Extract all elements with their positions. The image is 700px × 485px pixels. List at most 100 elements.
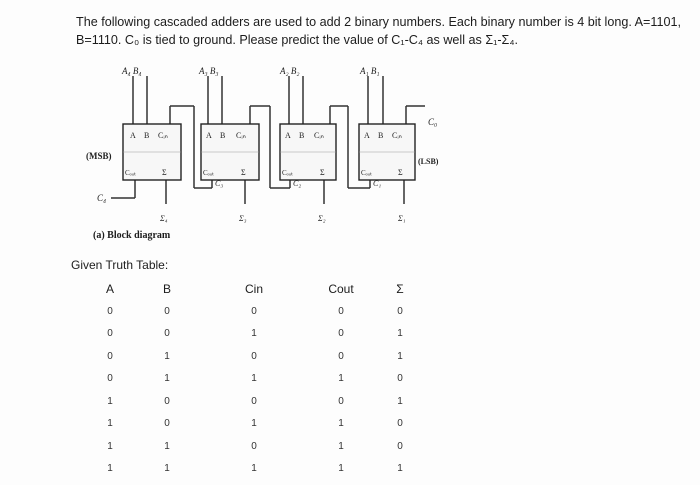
cell-b: 1 [164, 440, 170, 452]
cell-cin: 1 [251, 418, 257, 430]
question-line-1: The following cascaded adders are used t… [76, 15, 681, 29]
adder-4-output-sum: Σ [162, 168, 167, 177]
cell-a: 1 [107, 395, 113, 407]
sum-4-label: Σ₄ [159, 214, 168, 223]
full-adder-1: A B Cᵢₙ Cₒᵤₜ Σ [358, 123, 416, 181]
table-row: 1 1 1 1 1 [84, 458, 428, 481]
cell-cin: 1 [251, 463, 257, 475]
cell-cin: 1 [251, 328, 257, 340]
cell-cout: 1 [338, 463, 344, 475]
cell-a: 0 [107, 305, 113, 317]
diagram-caption: (a) Block diagram [93, 230, 171, 241]
adder-4-input-a: A [130, 131, 136, 140]
header-sum: Σ [396, 282, 404, 296]
table-row: 0 1 1 1 0 [84, 368, 428, 391]
cell-b: 0 [164, 328, 170, 340]
cell-a: 0 [107, 328, 113, 340]
table-row: 0 0 1 0 1 [84, 323, 428, 346]
adder-3-output-cout: Cₒᵤₜ [203, 169, 214, 177]
adder-1-input-cin: Cᵢₙ [392, 131, 402, 140]
adder-1-input-b: B [378, 131, 383, 140]
adder-2-inputs-label: A₂ B₂ [279, 66, 300, 76]
cell-cout: 1 [338, 418, 344, 430]
cell-b: 1 [164, 373, 170, 385]
question-line-2: B=1110. C₀ is tied to ground. Please pre… [76, 33, 518, 47]
sum-2-label: Σ₂ [317, 214, 326, 223]
header-cout: Cout [328, 282, 354, 296]
cell-cin: 0 [251, 350, 257, 362]
cell-cin: 0 [251, 440, 257, 452]
truth-table-title: Given Truth Table: [71, 258, 169, 272]
cell-a: 1 [107, 440, 113, 452]
table-row: 0 0 0 0 0 [84, 300, 428, 323]
sum-3-label: Σ₃ [238, 214, 247, 223]
full-adder-2: A B Cᵢₙ Cₒᵤₜ Σ [279, 123, 337, 181]
cell-b: 1 [164, 463, 170, 475]
lsb-label: (LSB) [418, 157, 439, 166]
adder-2-input-b: B [299, 131, 304, 140]
cell-cin: 0 [251, 305, 257, 317]
cell-cout: 1 [338, 373, 344, 385]
cell-sum: 0 [397, 418, 403, 430]
adder-2-output-cout: Cₒᵤₜ [282, 169, 293, 177]
table-row: 1 0 1 1 0 [84, 413, 428, 436]
adder-block-diagram: A B Cᵢₙ Cₒᵤₜ Σ A B Cᵢₙ Cₒᵤₜ Σ A B Cᵢₙ Cₒ… [86, 66, 439, 223]
header-b: B [162, 282, 171, 296]
adder-4-output-cout: Cₒᵤₜ [125, 169, 136, 177]
c2-label: C₂ [293, 179, 301, 188]
adder-3-inputs-label: A₃ B₃ [198, 66, 219, 76]
c1-label: C₁ [373, 179, 381, 188]
cell-b: 1 [164, 350, 170, 362]
cell-b: 0 [164, 418, 170, 430]
cell-b: 0 [164, 395, 170, 407]
full-adder-3: A B Cᵢₙ Cₒᵤₜ Σ [200, 123, 260, 181]
adder-1-output-cout: Cₒᵤₜ [361, 169, 372, 177]
cell-sum: 1 [397, 463, 403, 475]
adder-4-input-cin: Cᵢₙ [158, 131, 168, 140]
wiring [111, 76, 425, 204]
cell-cout: 0 [338, 395, 344, 407]
cell-cout: 0 [338, 350, 344, 362]
cell-b: 0 [164, 305, 170, 317]
table-row: 1 1 0 1 0 [84, 435, 428, 458]
cell-cout: 0 [338, 328, 344, 340]
cell-sum: 1 [397, 328, 403, 340]
cell-a: 0 [107, 373, 113, 385]
cell-cout: 1 [338, 440, 344, 452]
cell-a: 1 [107, 463, 113, 475]
cell-cout: 0 [338, 305, 344, 317]
sum-1-label: Σ₁ [397, 214, 406, 223]
header-cin: Cin [244, 282, 263, 296]
cell-sum: 0 [397, 305, 403, 317]
adder-3-input-cin: Cᵢₙ [236, 131, 246, 140]
truth-table-header-row: A B Cin Cout Σ [84, 278, 428, 300]
full-adder-4: A B Cᵢₙ Cₒᵤₜ Σ [122, 123, 182, 181]
cell-a: 0 [107, 350, 113, 362]
adder-1-inputs-label: A₁ B₁ [359, 66, 380, 76]
cell-sum: 0 [397, 373, 403, 385]
adder-3-input-a: A [206, 131, 212, 140]
adder-1-input-a: A [364, 131, 370, 140]
cell-sum: 1 [397, 395, 403, 407]
cell-a: 1 [107, 418, 113, 430]
adder-2-input-a: A [285, 131, 291, 140]
header-a: A [105, 282, 114, 296]
cell-sum: 0 [397, 440, 403, 452]
c0-label: C₀ [428, 117, 437, 127]
c4-label: C₄ [97, 193, 106, 203]
cell-cin: 1 [251, 373, 257, 385]
adder-3-output-sum: Σ [241, 168, 246, 177]
question-text: The following cascaded adders are used t… [76, 13, 696, 49]
table-row: 1 0 0 0 1 [84, 390, 428, 413]
adder-2-output-sum: Σ [320, 168, 325, 177]
adder-3-input-b: B [220, 131, 225, 140]
msb-label: (MSB) [86, 151, 112, 161]
adder-1-output-sum: Σ [398, 168, 403, 177]
adder-4-inputs-label: A₄ B₄ [121, 66, 142, 76]
adder-2-input-cin: Cᵢₙ [314, 131, 324, 140]
cell-cin: 0 [251, 395, 257, 407]
c3-label: C₃ [215, 179, 223, 188]
